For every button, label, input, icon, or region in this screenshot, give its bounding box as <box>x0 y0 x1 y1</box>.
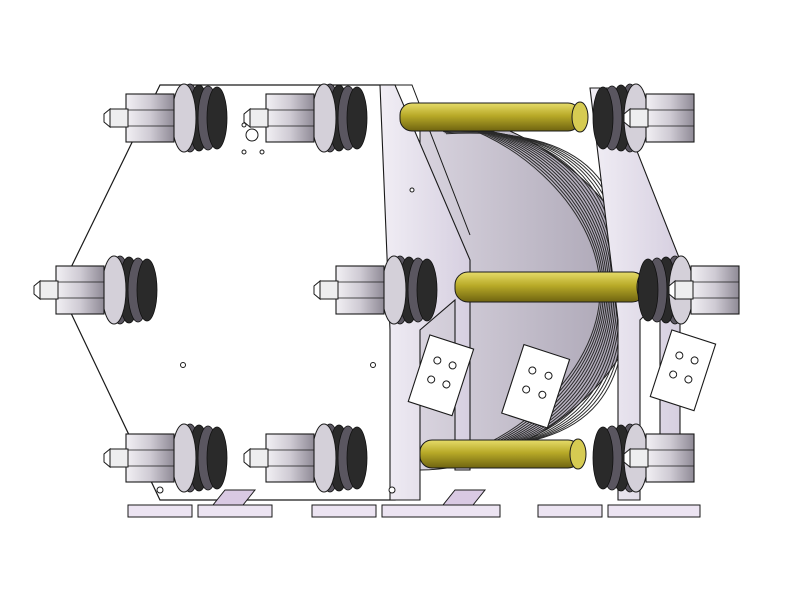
bolt-middle-left <box>33 255 158 325</box>
terminal-lug-left <box>407 334 475 417</box>
plate-holes <box>156 122 415 494</box>
bolt-top-center <box>243 83 368 153</box>
foot-5 <box>537 504 603 518</box>
foot-1 <box>127 504 193 518</box>
bolt-bottom-center <box>243 423 368 493</box>
foot-bracket-2 <box>441 489 487 506</box>
foot-3 <box>311 504 377 518</box>
bolt-middle-center <box>313 255 438 325</box>
bolt-top-left <box>103 83 228 153</box>
bolt-middle-right <box>637 255 740 325</box>
foot-4 <box>381 504 501 518</box>
bolt-bottom-left <box>103 423 228 493</box>
terminal-lug-center <box>500 343 571 429</box>
bolt-stacks <box>33 83 740 493</box>
foot-bracket-1 <box>211 489 257 506</box>
terminal-lug-right <box>649 329 717 412</box>
mounting-feet <box>127 489 701 518</box>
bolt-bottom-right <box>592 423 695 493</box>
tie-rod-top <box>399 101 589 133</box>
tie-rod-middle <box>454 271 654 303</box>
foot-2 <box>197 504 273 518</box>
foot-6 <box>607 504 701 518</box>
bolt-top-right <box>592 83 695 153</box>
front-hex-plate <box>59 84 396 501</box>
tie-rod-bottom <box>419 438 587 470</box>
